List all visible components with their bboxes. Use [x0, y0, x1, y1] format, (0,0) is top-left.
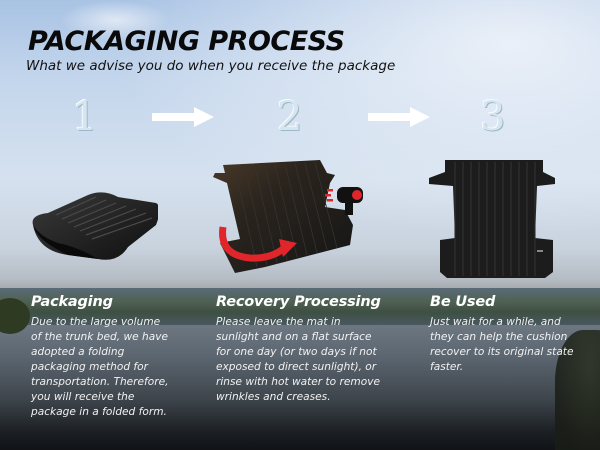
step-1-column: Packaging Due to the large volume of the… — [31, 294, 211, 420]
step-number-3: 3 — [480, 94, 506, 140]
step-number-1: 1 — [72, 94, 98, 140]
tree-right — [555, 330, 600, 450]
page-subtitle: What we advise you do when you receive t… — [26, 58, 396, 74]
step-number-2: 2 — [277, 94, 303, 140]
step-3-column: Be Used Just wait for a while, and they … — [430, 294, 600, 375]
arrow-right-icon — [368, 107, 430, 127]
step-3-heading: Be Used — [430, 294, 496, 310]
cloud — [60, 0, 170, 40]
arrow-right-icon — [152, 107, 214, 127]
distant-hills — [0, 288, 600, 328]
step-2-description: Please leave the mat in sunlight and on … — [216, 316, 380, 403]
step-1-heading: Packaging — [31, 294, 113, 310]
lake-background — [0, 325, 600, 450]
step-3-description: Just wait for a while, and they can help… — [430, 316, 574, 373]
step-2-heading: Recovery Processing — [216, 294, 381, 310]
step-2-column: Recovery Processing Please leave the mat… — [216, 294, 416, 405]
unfolding-mat-image — [213, 160, 363, 273]
page-title: PACKAGING PROCESS — [28, 26, 345, 57]
hair-dryer-icon — [325, 187, 363, 215]
rotate-arrow-icon — [219, 226, 286, 262]
step-1-description: Due to the large volume of the trunk bed… — [31, 316, 169, 418]
flat-mat-image — [429, 160, 555, 278]
folded-mat-image — [32, 192, 158, 260]
